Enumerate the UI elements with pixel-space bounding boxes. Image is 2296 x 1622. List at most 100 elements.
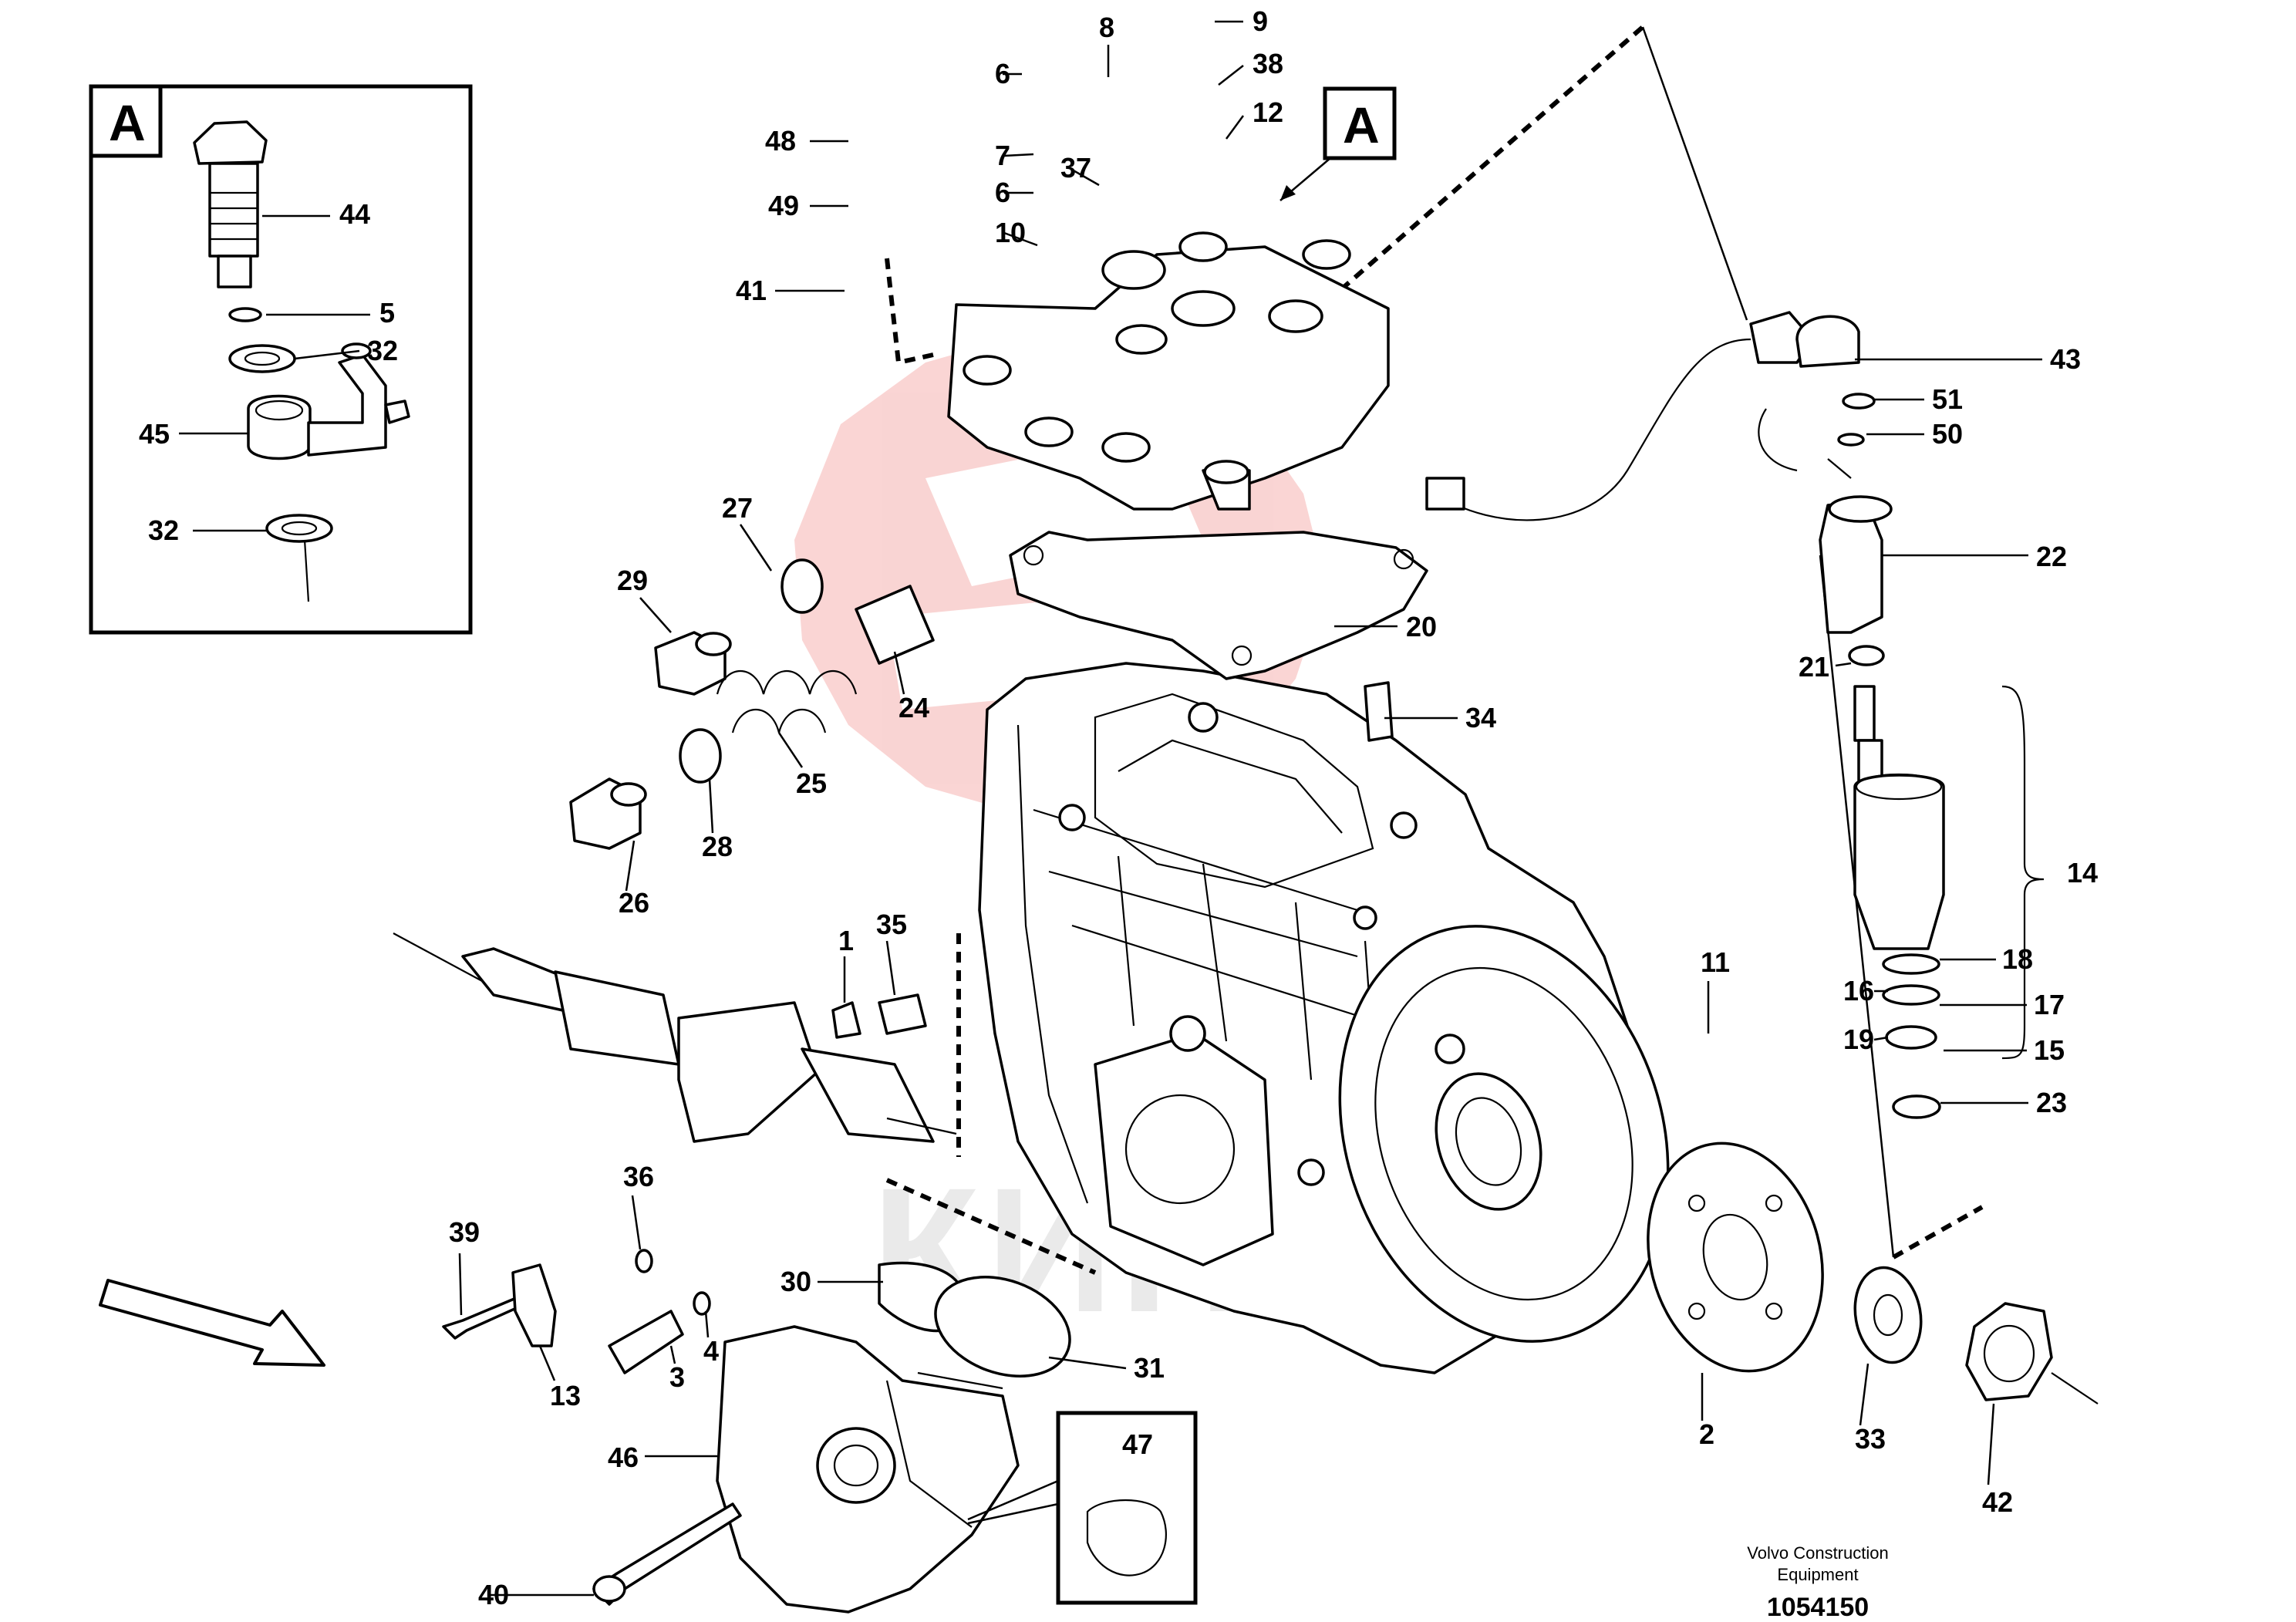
pin-3-icon [608, 1310, 684, 1374]
leader-line-13 [538, 1345, 556, 1381]
oring-4-icon [693, 1291, 711, 1316]
leader-line-10 [1003, 231, 1038, 247]
callout-26: 26 [619, 887, 649, 919]
dashed-assembly-lines [885, 25, 1984, 1275]
callout-49: 49 [768, 190, 799, 221]
leader-line-42 [1987, 1403, 1995, 1485]
callout-48: 48 [765, 125, 796, 157]
washer-32-icon [228, 344, 296, 373]
drawing-number: 1054150 [1767, 1593, 1869, 1622]
callout-46: 46 [608, 1442, 639, 1473]
callout-51: 51 [1932, 383, 1963, 415]
banjo-bolt-icon [193, 120, 268, 288]
callout-2: 2 [1699, 1418, 1714, 1450]
washer-32b-icon [265, 514, 333, 543]
callout-43: 43 [2050, 343, 2081, 375]
callout-15: 15 [2034, 1034, 2065, 1066]
leader-line-33 [1859, 1363, 1870, 1426]
washer-27-icon [781, 558, 824, 614]
leader-line-25 [777, 732, 804, 768]
callout-7: 7 [995, 140, 1010, 171]
view-a-marker: A [1279, 86, 1397, 201]
leader-line-26 [625, 840, 636, 892]
oring-36-icon [635, 1249, 653, 1273]
leader-line-24 [893, 651, 905, 695]
plug-icon [654, 631, 732, 696]
callout-32: 32 [148, 514, 179, 546]
callout-40: 40 [478, 1579, 509, 1610]
hub-flange-icon [1647, 1141, 1824, 1373]
leader-line-31 [1048, 1356, 1127, 1370]
callout-36: 36 [623, 1161, 654, 1192]
bolt-40-icon [592, 1502, 742, 1606]
plate-13-icon [511, 1263, 557, 1347]
callout-12: 12 [1253, 96, 1283, 128]
callout-27: 27 [722, 492, 753, 524]
callout-24: 24 [899, 692, 929, 723]
callout-28: 28 [702, 831, 733, 862]
view-a-letter: A [1343, 96, 1380, 153]
callout-14: 14 [2067, 857, 2098, 889]
detail-47-box [967, 1411, 1198, 1605]
leader-line-3 [669, 1345, 676, 1364]
callout-37: 37 [1060, 152, 1091, 184]
solenoid-valve-icon [1819, 393, 2045, 1119]
washer-28-icon [679, 728, 722, 784]
callout-42: 42 [1982, 1486, 2013, 1518]
footer-division: Equipment [1777, 1565, 1858, 1584]
leader-line-28 [708, 778, 714, 834]
nut-42-icon [1965, 1302, 2053, 1401]
leader-line-39 [458, 1253, 463, 1316]
callout-6: 6 [995, 177, 1010, 208]
callout-5: 5 [379, 297, 395, 329]
callout-45: 45 [139, 418, 170, 450]
callout-16: 16 [1843, 975, 1874, 1007]
leader-line-21 [1835, 662, 1852, 667]
callout-44: 44 [339, 198, 370, 230]
leader-line-38 [1218, 65, 1244, 86]
detail-a-box: A [89, 84, 473, 635]
callout-20: 20 [1406, 611, 1437, 642]
pin-34-icon [1364, 681, 1394, 742]
leader-line-7 [1003, 153, 1034, 157]
callout-4: 4 [703, 1335, 719, 1367]
callout-30: 30 [781, 1266, 811, 1297]
direction-arrow-icon [99, 1279, 325, 1367]
gasket-icon [1009, 531, 1428, 680]
leader-line-19 [1873, 1036, 1889, 1041]
callout-11: 11 [1701, 946, 1730, 978]
oring-31-icon [934, 1276, 1071, 1378]
drive-shaft-icon [393, 932, 957, 1143]
washer-33-icon [1853, 1266, 1923, 1364]
callout-34: 34 [1465, 702, 1496, 733]
pump-housing-icon [978, 662, 1670, 1374]
callout-33: 33 [1855, 1423, 1886, 1455]
leader-line-27 [739, 524, 773, 572]
callout-1: 1 [838, 925, 854, 956]
leader-line-4 [704, 1310, 710, 1338]
pump-head-icon [947, 231, 1390, 511]
callout-3: 3 [669, 1361, 685, 1393]
callout-6: 6 [995, 58, 1010, 89]
leader-line-12 [1225, 115, 1245, 140]
key-1-icon [831, 1001, 861, 1039]
callout-25: 25 [796, 767, 827, 799]
detail-a-letter: A [109, 94, 146, 151]
callout-41: 41 [736, 275, 767, 306]
callout-32: 32 [367, 335, 398, 366]
leader-line-36 [631, 1195, 642, 1250]
callout-35: 35 [876, 909, 907, 940]
callout-31: 31 [1134, 1352, 1165, 1384]
callout-22: 22 [2036, 541, 2067, 572]
callout-19: 19 [1843, 1023, 1874, 1055]
footer-company: Volvo Construction [1747, 1543, 1888, 1563]
callout-23: 23 [2036, 1087, 2067, 1118]
washer-5-icon [228, 307, 262, 322]
callout-47: 47 [1122, 1428, 1153, 1460]
banjo-fitting-icon [247, 342, 410, 460]
feed-pump-icon [716, 1325, 1020, 1614]
plug-26-icon [569, 777, 647, 850]
callout-13: 13 [550, 1380, 581, 1411]
callout-50: 50 [1932, 418, 1963, 450]
